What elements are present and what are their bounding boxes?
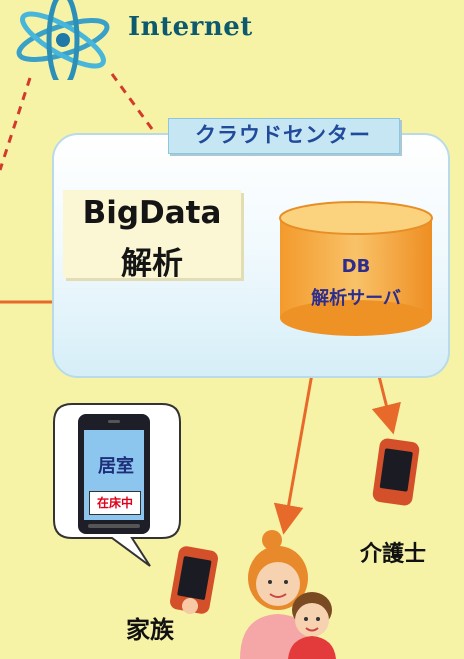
dashed-link-left bbox=[0, 77, 32, 171]
bigdata-analysis-label: 解析 bbox=[121, 246, 183, 282]
bigdata-label: BigData bbox=[82, 195, 222, 231]
caregiver-phone-icon bbox=[372, 438, 420, 506]
family-illustration bbox=[240, 530, 336, 659]
cloud-center-title-bar bbox=[168, 118, 400, 154]
bigdata-analysis-box bbox=[63, 190, 241, 278]
family-label: 家族 bbox=[126, 616, 174, 644]
dashed-link-right bbox=[110, 73, 162, 141]
family-phone-icon bbox=[170, 546, 218, 614]
room-label: 居室 bbox=[98, 456, 134, 477]
in-bed-status-badge: 在床中 bbox=[89, 491, 141, 515]
analysis-server-label: 解析サーバ bbox=[311, 288, 401, 309]
cloud-center-title: クラウドセンター bbox=[195, 123, 371, 147]
speech-bubble bbox=[53, 403, 181, 567]
internet-label: Internet bbox=[128, 12, 253, 42]
caregiver-label: 介護士 bbox=[360, 542, 427, 567]
database-cylinder-icon bbox=[279, 201, 433, 336]
db-label: DB bbox=[341, 256, 371, 277]
atom-network-icon bbox=[16, 0, 110, 80]
